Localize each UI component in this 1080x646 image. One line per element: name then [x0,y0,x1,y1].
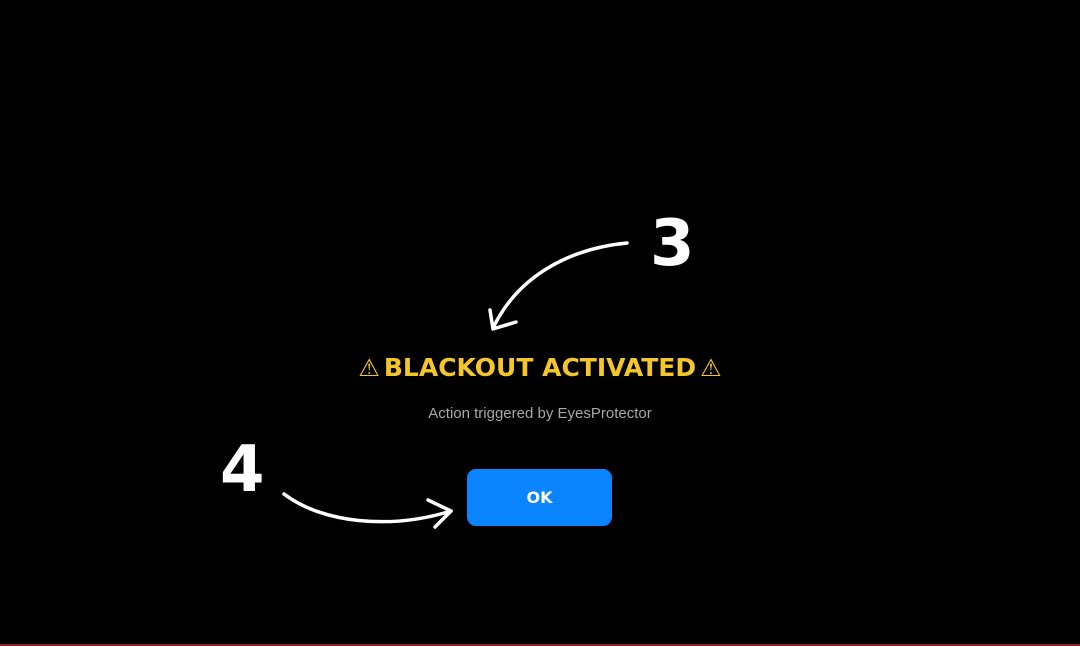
curved-arrow-icon [488,241,629,331]
bottom-divider [0,644,1080,646]
warning-icon: ⚠ [358,354,380,382]
warning-icon: ⚠ [700,354,722,382]
ok-button[interactable]: OK [467,469,612,526]
curved-arrow-icon [282,492,453,529]
subtitle-text: Action triggered by EyesProtector [428,405,652,422]
annotation-step-3: 3 [650,207,695,281]
title-text: BLACKOUT ACTIVATED [383,353,697,382]
blackout-title: ⚠BLACKOUT ACTIVATED⚠ [0,350,1080,386]
annotation-step-4: 4 [220,433,265,507]
